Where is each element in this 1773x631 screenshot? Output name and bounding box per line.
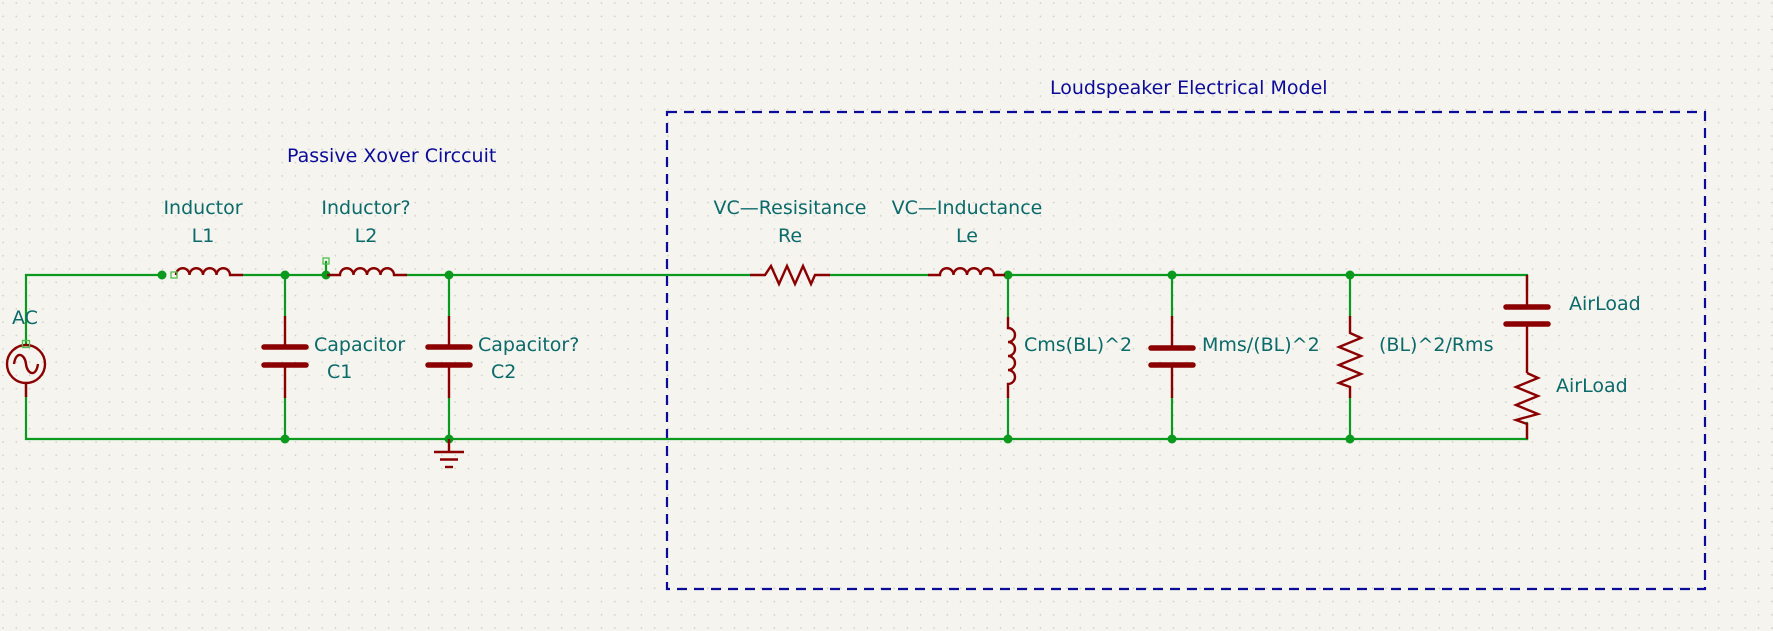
l1-value-label: Inductor xyxy=(163,197,242,219)
loudspeaker-model-box[interactable] xyxy=(665,110,1707,591)
loudspeaker-model-title[interactable]: Loudspeaker Electrical Model xyxy=(1050,77,1328,99)
junctions xyxy=(157,270,1355,444)
resistor-zigzag-icon xyxy=(1512,371,1542,439)
inductor-coil-icon xyxy=(326,267,407,277)
inductor-cms[interactable]: Cms(BL)^2 xyxy=(1006,317,1132,398)
mms-value-label: Mms/(BL)^2 xyxy=(1202,334,1320,356)
capacitor-airload[interactable]: AirLoad xyxy=(1503,275,1641,373)
inductor-coil-icon xyxy=(928,267,1005,277)
inductor-coil-icon xyxy=(174,267,243,277)
junction-dot xyxy=(1003,270,1013,280)
unconnected-pin-marker xyxy=(170,271,178,279)
c1-value-label: Capacitor xyxy=(314,334,405,356)
wire-source-top[interactable] xyxy=(24,273,164,346)
re-value-label: VC—Resisitance xyxy=(714,197,867,219)
cms-value-label: Cms(BL)^2 xyxy=(1024,334,1132,356)
resistor-rms[interactable]: (BL)^2/Rms xyxy=(1335,316,1493,398)
re-ref-label: Re xyxy=(778,225,802,247)
c2-value-label: Capacitor? xyxy=(478,334,579,356)
ac-source-label: AC xyxy=(12,307,38,329)
resistor-zigzag-icon xyxy=(1335,316,1365,398)
unconnected-pin-marker xyxy=(322,257,330,265)
inductor-le[interactable]: VC—Inductance Le xyxy=(892,197,1043,277)
le-value-label: VC—Inductance xyxy=(892,197,1043,219)
l2-value-label: Inductor? xyxy=(321,197,410,219)
ac-source[interactable]: AC xyxy=(5,307,47,397)
inductor-coil-icon xyxy=(1006,317,1017,398)
junction-dot xyxy=(1003,434,1013,444)
resistor-airload[interactable]: AirLoad xyxy=(1512,371,1628,439)
capacitor-c2[interactable]: Capacitor? C2 xyxy=(425,316,579,398)
c2-ref-label: C2 xyxy=(491,361,516,383)
junction-dot xyxy=(1345,434,1355,444)
le-ref-label: Le xyxy=(956,225,978,247)
wire-source-bottom[interactable] xyxy=(24,382,1529,441)
junction-dot xyxy=(444,270,454,280)
ac-sine-icon xyxy=(12,353,40,375)
inductor-l2[interactable]: Inductor? L2 xyxy=(321,197,411,277)
capacitor-c1[interactable]: Capacitor C1 xyxy=(261,316,405,398)
capacitor-mms[interactable]: Mms/(BL)^2 xyxy=(1148,316,1320,398)
airload-resistor-label: AirLoad xyxy=(1556,375,1628,397)
ground-symbol[interactable] xyxy=(434,439,464,469)
junction-dot xyxy=(1345,270,1355,280)
rms-value-label: (BL)^2/Rms xyxy=(1379,334,1493,356)
junction-dot xyxy=(1167,270,1177,280)
unconnected-pin-marker xyxy=(21,339,31,349)
l1-ref-label: L1 xyxy=(192,225,215,247)
junction-dot xyxy=(157,270,167,280)
junction-dot xyxy=(280,434,290,444)
junction-dot xyxy=(1167,434,1177,444)
c1-ref-label: C1 xyxy=(327,361,352,383)
xover-circuit-title[interactable]: Passive Xover Circcuit xyxy=(287,145,496,167)
resistor-re[interactable]: VC—Resisitance Re xyxy=(714,197,867,287)
inductor-l1[interactable]: Inductor L1 xyxy=(163,197,243,279)
junction-dot xyxy=(280,270,290,280)
resistor-zigzag-icon xyxy=(750,263,830,287)
l2-ref-label: L2 xyxy=(355,225,378,247)
wires xyxy=(24,273,1529,441)
airload-capacitor-label: AirLoad xyxy=(1569,293,1641,315)
